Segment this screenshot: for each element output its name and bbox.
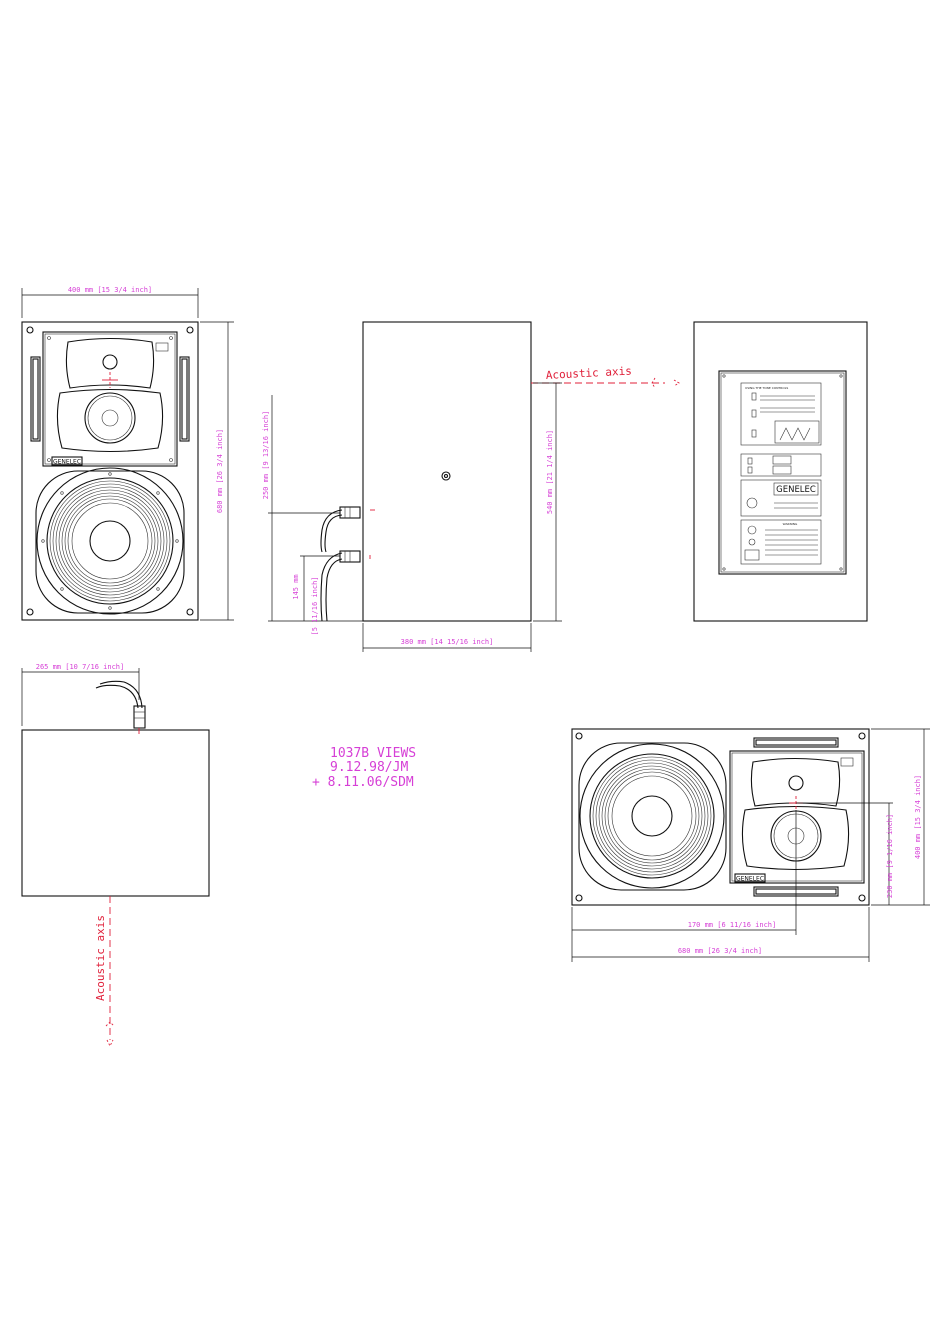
horizontal-height-dimension: 400 mm [15 3/4 inch] bbox=[914, 775, 922, 859]
side-axis-height-dimension: 540 mm [21 1/4 inch] bbox=[546, 430, 554, 514]
front-view: 400 mm [15 3/4 inch] 680 mm [26 3/4 inch… bbox=[21, 286, 234, 621]
side-upper-connector-dimension: 250 mm [9 13/16 inch] bbox=[262, 411, 270, 500]
title-line-2: 9.12.98/JM bbox=[330, 760, 408, 775]
top-acoustic-axis-label: Acoustic axis bbox=[94, 915, 107, 1001]
horizontal-width-dimension: 680 mm [26 3/4 inch] bbox=[678, 947, 762, 955]
side-acoustic-axis-label: Acoustic axis bbox=[545, 365, 632, 382]
rear-panel-title: USING THE TONE CONTROLS bbox=[745, 386, 788, 390]
side-lower-connector-dimension: 145 mm bbox=[292, 574, 300, 599]
front-brand-badge: GENELEC bbox=[53, 459, 81, 466]
top-view: 265 mm [10 7/16 inch] Acoustic axis bbox=[21, 663, 210, 1048]
side-depth-dimension: 380 mm [14 15/16 inch] bbox=[401, 638, 494, 646]
title-line-1: 1037B VIEWS bbox=[330, 746, 416, 761]
title-block: 1037B VIEWS 9.12.98/JM + 8.11.06/SDM bbox=[312, 746, 416, 790]
front-width-dimension: 400 mm [15 3/4 inch] bbox=[68, 286, 152, 294]
horizontal-axis-dimension: 230 mm [9 1/16 inch] bbox=[886, 814, 894, 898]
horizontal-brand-badge: GENELEC bbox=[736, 876, 764, 883]
side-lower-connector-inch: [5 11/16 inch] bbox=[311, 576, 319, 635]
front-height-dimension: 680 mm [26 3/4 inch] bbox=[216, 429, 224, 513]
rear-brand-label: GENELEC bbox=[776, 485, 816, 495]
horizontal-offset-dimension: 170 mm [6 11/16 inch] bbox=[688, 921, 777, 929]
title-line-3: + 8.11.06/SDM bbox=[312, 775, 414, 790]
horizontal-view: GENELEC 400 mm [15 3/4 inch] 230 mm [9 1… bbox=[571, 728, 930, 962]
top-depth-dimension: 265 mm [10 7/16 inch] bbox=[36, 663, 125, 671]
rear-warning-label: WARNING bbox=[783, 522, 798, 526]
side-view: Acoustic axis 540 mm [21 1/4 inch] 380 m… bbox=[262, 321, 680, 652]
rear-view: USING THE TONE CONTROLS GENELEC WARNING bbox=[693, 321, 868, 622]
